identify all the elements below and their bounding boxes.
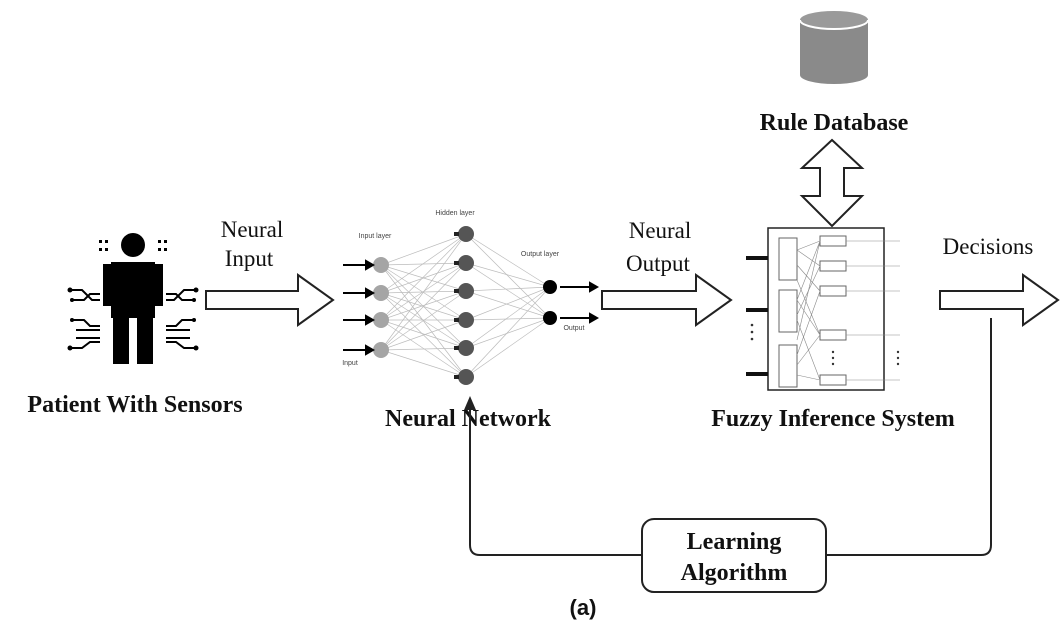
neural-network-connections xyxy=(380,233,551,378)
learning-algorithm-box xyxy=(641,518,827,593)
nn-output-node xyxy=(543,311,557,325)
decisions-label: Decisions xyxy=(943,234,1034,259)
nn-output-node xyxy=(543,280,557,294)
nn-connection xyxy=(380,349,467,378)
nn-connection xyxy=(380,233,467,266)
feedback-line-left xyxy=(469,406,642,556)
nn-connection xyxy=(380,233,467,321)
nn-input-node xyxy=(373,342,389,358)
decisions-arrow xyxy=(939,273,1060,327)
database-icon xyxy=(799,11,869,84)
nn-input-tag: Input xyxy=(342,360,358,367)
nn-hidden-node xyxy=(458,369,474,385)
figure-caption: (a) xyxy=(570,595,597,620)
nn-connection xyxy=(380,319,467,351)
nn-hidden-node xyxy=(458,283,474,299)
feedback-line-right xyxy=(826,318,992,556)
nn-input-node xyxy=(373,257,389,273)
nn-hidden-node xyxy=(458,255,474,271)
nn-connection xyxy=(465,286,551,292)
nn-connection xyxy=(380,347,467,351)
fuzzy-system-graphic xyxy=(746,227,900,391)
nn-hidden-node xyxy=(458,226,474,242)
rule-database-label: Rule Database xyxy=(760,110,909,136)
nn-output-layer-label: Output layer xyxy=(521,251,560,258)
patient-label: Patient With Sensors xyxy=(27,392,242,418)
nn-hidden-node-marker xyxy=(454,346,459,350)
neural-input-label-line1: Neural xyxy=(221,217,284,242)
neural-output-label-line1: Neural xyxy=(629,218,692,243)
nn-input-node xyxy=(373,312,389,328)
nn-connection xyxy=(465,262,551,319)
nn-connection xyxy=(380,319,467,349)
nn-connection xyxy=(465,286,551,378)
nn-hidden-node-marker xyxy=(454,232,459,236)
nn-hidden-node-marker xyxy=(454,318,459,322)
fuzzy-system-label: Fuzzy Inference System xyxy=(711,406,955,432)
neural-output-arrow xyxy=(601,273,733,327)
nn-connection xyxy=(465,290,551,319)
nn-output-tag: Output xyxy=(563,325,584,332)
learning-label-line1: Learning xyxy=(687,529,782,555)
nn-connection xyxy=(380,290,467,321)
nn-input-layer-label: Input layer xyxy=(359,233,392,240)
nn-connection xyxy=(380,264,467,378)
nn-connection xyxy=(465,286,551,321)
nn-connection xyxy=(380,319,467,378)
nn-connection xyxy=(465,286,551,349)
nn-connection xyxy=(465,317,551,349)
nn-connection xyxy=(380,290,467,351)
neural-network-nodes xyxy=(373,226,557,385)
nn-connection xyxy=(380,233,467,294)
nn-connection xyxy=(380,262,467,351)
nn-input-node xyxy=(373,285,389,301)
nn-hidden-node xyxy=(458,312,474,328)
neural-input-label-line2: Input xyxy=(225,246,274,271)
neural-output-label-line2: Output xyxy=(626,251,691,276)
neural-network-graphic: Input layer Hidden layer Output layer In… xyxy=(342,210,600,385)
nn-hidden-layer-label: Hidden layer xyxy=(435,210,475,217)
nn-connection xyxy=(380,262,467,266)
neural-input-arrow xyxy=(205,273,335,327)
database-exchange-arrow xyxy=(799,138,865,228)
feedback-arrowhead xyxy=(464,396,476,410)
nn-connection xyxy=(465,317,551,378)
nn-connection xyxy=(465,233,551,319)
nn-hidden-node-marker xyxy=(454,375,459,379)
nn-connection xyxy=(465,262,551,288)
nn-hidden-node xyxy=(458,340,474,356)
nn-connection xyxy=(465,317,551,321)
nn-hidden-node-marker xyxy=(454,261,459,265)
nn-hidden-node-marker xyxy=(454,289,459,293)
nn-connection xyxy=(380,233,467,351)
nn-connection xyxy=(380,262,467,294)
learning-label-line2: Algorithm xyxy=(681,560,788,586)
nn-connection xyxy=(465,233,551,288)
neural-network-label: Neural Network xyxy=(385,406,552,432)
patient-icon xyxy=(67,233,199,364)
